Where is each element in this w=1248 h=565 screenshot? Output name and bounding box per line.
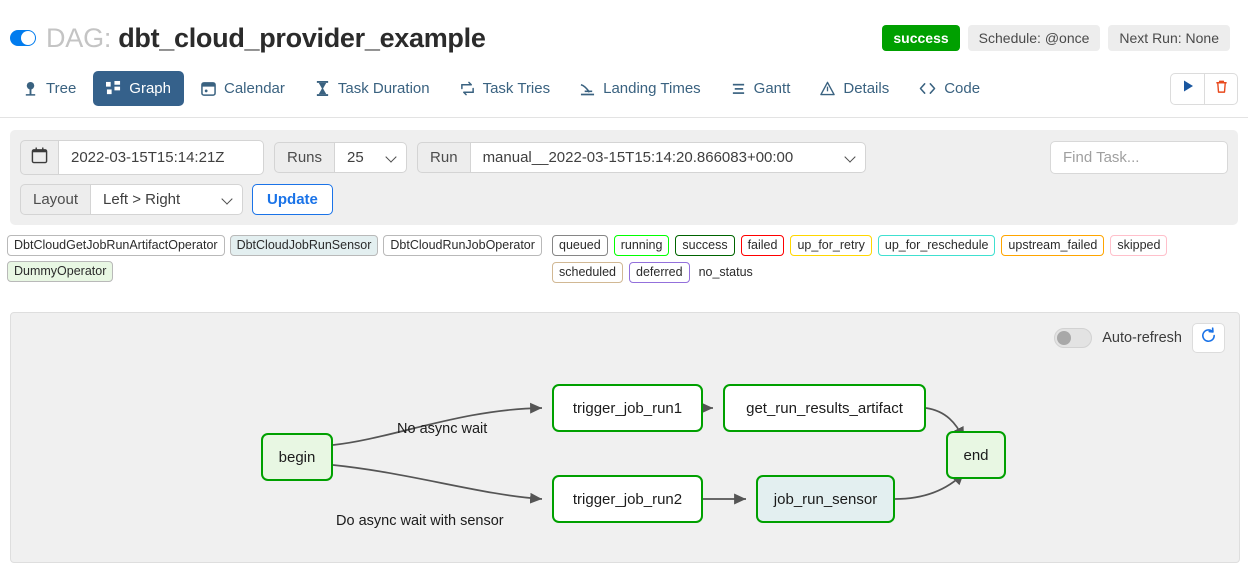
status-legend-pill[interactable]: failed bbox=[740, 235, 785, 256]
delete-dag-button[interactable] bbox=[1204, 73, 1237, 104]
code-icon bbox=[919, 81, 936, 96]
operator-legend-pill[interactable]: DbtCloudGetJobRunArtifactOperator bbox=[7, 235, 225, 256]
auto-refresh-toggle[interactable] bbox=[1054, 328, 1093, 348]
status-legend-pill[interactable]: up_for_reschedule bbox=[877, 235, 996, 256]
tab-label: Landing Times bbox=[603, 80, 701, 97]
status-legend-pill[interactable]: up_for_retry bbox=[790, 235, 872, 256]
graph-icon bbox=[106, 81, 121, 96]
tab-graph[interactable]: Graph bbox=[93, 71, 184, 106]
graph-node-end[interactable]: end bbox=[946, 431, 1006, 479]
tab-task-duration[interactable]: Task Duration bbox=[302, 71, 443, 106]
trash-icon bbox=[1214, 79, 1229, 99]
run-label: Run bbox=[417, 142, 471, 173]
execution-date-input[interactable]: 2022-03-15T15:14:21Z bbox=[59, 140, 264, 175]
calendar-button[interactable] bbox=[20, 140, 59, 175]
operator-legend-pill[interactable]: DbtCloudJobRunSensor bbox=[229, 235, 379, 256]
layout-label: Layout bbox=[20, 184, 92, 215]
execution-date-group: 2022-03-15T15:14:21Z bbox=[20, 140, 264, 175]
tab-label: Calendar bbox=[224, 80, 285, 97]
tab-label: Details bbox=[843, 80, 890, 97]
refresh-icon bbox=[1200, 327, 1217, 349]
tab-code[interactable]: Code bbox=[906, 71, 993, 106]
trigger-dag-button[interactable] bbox=[1171, 74, 1204, 104]
run-group: Run manual__2022-03-15T15:14:20.866083+0… bbox=[417, 142, 866, 173]
tab-label: Task Duration bbox=[337, 80, 430, 97]
filter-row-2: Layout Left > Right Update bbox=[20, 184, 1228, 215]
calendar-icon bbox=[201, 81, 216, 96]
status-legend-pill[interactable]: skipped bbox=[1110, 235, 1168, 256]
page-header: DAG: dbt_cloud_provider_example success … bbox=[0, 0, 1248, 60]
operator-legend-pill[interactable]: DbtCloudRunJobOperator bbox=[383, 235, 542, 256]
status-legend-pill[interactable]: success bbox=[675, 235, 735, 256]
graph-edge-label: Do async wait with sensor bbox=[336, 513, 504, 529]
graph-node-begin[interactable]: begin bbox=[261, 433, 333, 481]
status-legend-pill[interactable]: no_status bbox=[698, 265, 753, 279]
dag-actions bbox=[1170, 72, 1238, 105]
runs-group: Runs 25 bbox=[274, 142, 408, 173]
tab-label: Gantt bbox=[753, 80, 791, 97]
runs-label: Runs bbox=[274, 142, 336, 173]
status-legend-pill[interactable]: upstream_failed bbox=[1001, 235, 1105, 256]
view-tabs: Tree Graph Calendar Task Duration Task T bbox=[0, 60, 1248, 118]
retry-icon bbox=[460, 81, 475, 96]
tab-label: Tree bbox=[46, 80, 77, 97]
graph-edge-label: No async wait bbox=[397, 421, 488, 437]
gantt-icon bbox=[731, 81, 746, 96]
dag-label: DAG: bbox=[46, 22, 112, 53]
layout-select[interactable]: Left > Right bbox=[91, 184, 244, 215]
auto-refresh-label: Auto-refresh bbox=[1102, 330, 1182, 346]
status-legend-pill[interactable]: queued bbox=[552, 235, 608, 256]
dag-pause-toggle[interactable] bbox=[10, 30, 36, 46]
status-legend-pill[interactable]: deferred bbox=[629, 262, 690, 283]
calendar-icon bbox=[31, 147, 48, 168]
play-icon bbox=[1181, 79, 1195, 98]
run-select[interactable]: manual__2022-03-15T15:14:20.866083+00:00 bbox=[470, 142, 866, 173]
status-legend-pill[interactable]: running bbox=[613, 235, 670, 256]
graph-node-trigger_job_run2[interactable]: trigger_job_run2 bbox=[552, 475, 703, 523]
graph-toolbar: Auto-refresh bbox=[1054, 323, 1225, 353]
refresh-button[interactable] bbox=[1192, 323, 1225, 353]
find-task-input[interactable]: Find Task... bbox=[1050, 141, 1228, 174]
schedule-badge[interactable]: Schedule: @once bbox=[967, 25, 1101, 51]
graph-node-trigger_job_run1[interactable]: trigger_job_run1 bbox=[552, 384, 703, 432]
tab-details[interactable]: Details bbox=[807, 71, 902, 106]
runs-select[interactable]: 25 bbox=[335, 142, 408, 173]
hourglass-icon bbox=[315, 81, 330, 96]
tab-label: Task Tries bbox=[482, 80, 551, 97]
graph-nodes: begin trigger_job_run1 get_run_results_art… bbox=[11, 313, 1239, 562]
filter-row-1: 2022-03-15T15:14:21Z Runs 25 Run manual_… bbox=[20, 140, 1228, 175]
header-badges: success Schedule: @once Next Run: None bbox=[882, 25, 1238, 51]
tree-icon bbox=[23, 81, 38, 96]
tab-task-tries[interactable]: Task Tries bbox=[447, 71, 564, 106]
tab-calendar[interactable]: Calendar bbox=[188, 71, 298, 106]
graph-node-job_run_sensor[interactable]: job_run_sensor bbox=[756, 475, 895, 523]
tab-label: Code bbox=[944, 80, 981, 97]
graph-canvas[interactable]: Auto-refresh begin trigger_job_run1 get_ru… bbox=[10, 312, 1240, 563]
layout-group: Layout Left > Right bbox=[20, 184, 244, 215]
update-button[interactable]: Update bbox=[252, 184, 333, 215]
graph-node-get_run_results_artifact[interactable]: get_run_results_artifact bbox=[723, 384, 926, 432]
filter-bar: 2022-03-15T15:14:21Z Runs 25 Run manual_… bbox=[10, 130, 1238, 225]
next-run-badge: Next Run: None bbox=[1108, 25, 1230, 51]
tab-landing-times[interactable]: Landing Times bbox=[567, 71, 714, 106]
status-legend-pill[interactable]: scheduled bbox=[552, 262, 623, 283]
page-title: dbt_cloud_provider_example bbox=[118, 22, 486, 53]
landing-icon bbox=[580, 81, 595, 96]
status-badge: success bbox=[882, 25, 960, 51]
operator-legend-pill[interactable]: DummyOperator bbox=[7, 261, 114, 282]
tab-label: Graph bbox=[129, 80, 171, 97]
warning-triangle-icon bbox=[820, 81, 836, 96]
tab-gantt[interactable]: Gantt bbox=[718, 71, 804, 106]
tab-tree[interactable]: Tree bbox=[10, 71, 89, 106]
